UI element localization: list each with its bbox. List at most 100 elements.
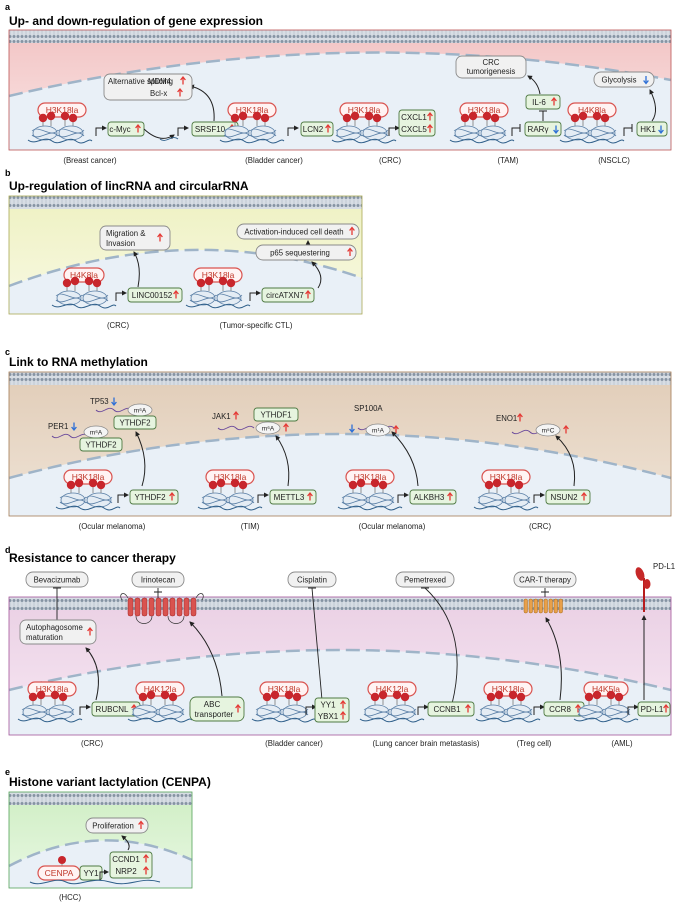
pathway-ythdf2: TP53 m⁶A YTHDF2 PER1 m⁶A YTHDF2 H3K18la … bbox=[48, 396, 179, 531]
pathway-tam: H3K18la RARγ IL-6 CRC tumorigenesis (TAM… bbox=[450, 55, 562, 165]
p65-label: p65 sequestering bbox=[270, 249, 330, 258]
context-label: (NSCLC) bbox=[598, 156, 630, 165]
gene-label-ccr8: CCR8 bbox=[549, 705, 571, 714]
activation-label: Activation-induced cell death bbox=[244, 228, 343, 237]
context-label: (TIM) bbox=[241, 522, 260, 531]
histone-mark-label: H3K18la bbox=[202, 270, 235, 280]
pathway-crc-a: H3K18la CXCL1 CXCL5 (CRC) bbox=[332, 102, 436, 165]
autophagosome-box bbox=[19, 619, 97, 645]
m1a-label: m¹A bbox=[372, 428, 385, 435]
gene-label-linc: LINC00152 bbox=[132, 291, 173, 300]
gene-label-yy1: YY1 bbox=[320, 701, 336, 710]
gene-label-circ: circATXN7 bbox=[266, 291, 304, 300]
pathway-bladder-cancer: H3K18la LCN2 (Bladder cancer) bbox=[220, 102, 334, 165]
gene-label-alkbh3: ALKBH3 bbox=[414, 493, 445, 502]
context-label: (TAM) bbox=[497, 156, 518, 165]
maturation-label: maturation bbox=[26, 633, 63, 642]
gene-label-cxcl1: CXCL1 bbox=[401, 113, 427, 122]
ccnd1-label: CCND1 bbox=[112, 855, 140, 864]
histone-mark-label: H4K12la bbox=[376, 684, 409, 694]
gene-label-transporter: transporter bbox=[195, 710, 234, 719]
migration-label: Migration & bbox=[106, 229, 146, 238]
drug-irinotecan: Irinotecan bbox=[131, 571, 185, 598]
gene-label-srsf10: SRSF10 bbox=[195, 125, 226, 134]
drug-bevacizumab: Bevacizumab bbox=[25, 571, 89, 620]
pathway-ccr8: H3K18la CCR8 (Treg cell) bbox=[476, 617, 585, 748]
histone-mark-label: H3K18la bbox=[490, 472, 523, 482]
drug-label: CAR-T therapy bbox=[519, 576, 571, 585]
context-label: (Bladder cancer) bbox=[245, 156, 303, 165]
section-a-title: Up- and down-regulation of gene expressi… bbox=[9, 14, 263, 28]
m6a-label: m⁶A bbox=[90, 430, 103, 437]
crc-tumorigenesis-box bbox=[455, 55, 527, 79]
histone-mark-label: H3K18la bbox=[214, 472, 247, 482]
context-label: (Bladder cancer) bbox=[265, 739, 323, 748]
membrane-c bbox=[9, 372, 671, 385]
pathway-nsclc: H4K8la HK1 Glycolysis (NSCLC) bbox=[560, 71, 668, 165]
invasion-label: Invasion bbox=[106, 239, 135, 248]
pathway-ccnb1: H4K12la CCNB1 (Lung cancer brain metasta… bbox=[360, 681, 480, 748]
histone-mark-label: H3K18la bbox=[72, 472, 105, 482]
ythdf2-protein-label: YTHDF2 bbox=[85, 441, 117, 450]
drug-label: Cisplatin bbox=[297, 576, 327, 585]
section-b-letter: b bbox=[5, 168, 11, 178]
context-label: (AML) bbox=[611, 739, 633, 748]
section-a-letter: a bbox=[5, 2, 11, 12]
histone-mark-label: H3K18la bbox=[46, 105, 79, 115]
yy1-label: YY1 bbox=[83, 869, 99, 878]
pathway-yy1-ybx1: H3K18la YY1 YBX1 (Bladder cancer) bbox=[252, 681, 350, 748]
tp53-label: TP53 bbox=[90, 397, 109, 406]
jak1-label: JAK1 bbox=[212, 412, 231, 421]
drug-label: Irinotecan bbox=[141, 576, 175, 585]
eno1-label: ENO1 bbox=[496, 414, 517, 423]
cenpa-label: CENPA bbox=[45, 868, 74, 878]
context-label: (HCC) bbox=[59, 893, 81, 902]
glycolysis-box bbox=[593, 71, 655, 88]
pathway-linc: Migration & Invasion H4K8la LINC00152 (C… bbox=[52, 225, 183, 330]
gene-label-ythdf2: YTHDF2 bbox=[134, 493, 166, 502]
section-c-letter: c bbox=[5, 347, 10, 357]
gene-label-hk1: HK1 bbox=[640, 125, 656, 134]
pathway-nsun2: ENO1 m⁵C H3K18la NSUN2 (CRC) bbox=[474, 413, 591, 531]
lactyl-dot-icon bbox=[58, 856, 66, 864]
context-label: (Breast cancer) bbox=[63, 156, 117, 165]
section-d-title: Resistance to cancer therapy bbox=[9, 551, 176, 565]
pathway-breast-cancer: H3K18la c-Myc SRSF10 Alternative splicin… bbox=[28, 73, 239, 165]
m6a-label: m⁶A bbox=[262, 426, 275, 433]
ythdf1-label: YTHDF1 bbox=[260, 411, 292, 420]
pathway-pdl1: H4K5la PD-L1 (AML) bbox=[574, 615, 671, 748]
histone-mark-label: H3K18la bbox=[236, 105, 269, 115]
gene-label-mettl3: METTL3 bbox=[274, 493, 305, 502]
gene-label-cmyc: c-Myc bbox=[109, 125, 130, 134]
autophago-label: Autophagosome bbox=[26, 623, 83, 632]
gene-label-pdl1: PD-L1 bbox=[641, 705, 664, 714]
sp100a-label: SP100A bbox=[354, 404, 383, 413]
drug-label: Bevacizumab bbox=[34, 576, 81, 585]
drug-label: Pemetrexed bbox=[404, 576, 446, 585]
drug-cart: CAR-T therapy bbox=[513, 571, 577, 597]
crc-label: CRC bbox=[483, 58, 500, 67]
pathway-cenpa: Proliferation CENPA YY1 CCND1 NRP2 (HCC) bbox=[29, 817, 161, 902]
section-d-letter: d bbox=[5, 545, 11, 555]
drug-cisplatin: Cisplatin bbox=[287, 571, 337, 701]
histone-mark-label: H3K18la bbox=[492, 684, 525, 694]
histone-mark-label: H3K18la bbox=[36, 684, 69, 694]
membrane-b bbox=[9, 196, 362, 209]
context-label: (CRC) bbox=[379, 156, 401, 165]
ccr8-receptor-icon bbox=[523, 598, 563, 614]
pathway-circ: Activation-induced cell death p65 seques… bbox=[186, 223, 360, 330]
section-b-title: Up-regulation of lincRNA and circularRNA bbox=[9, 179, 249, 193]
m5c-label: m⁵C bbox=[542, 428, 555, 435]
histone-mark-label: H4K5la bbox=[592, 684, 620, 694]
per1-label: PER1 bbox=[48, 422, 68, 431]
context-label: (CRC) bbox=[529, 522, 551, 531]
rar-label: RARγ bbox=[528, 125, 549, 134]
section-c-title: Link to RNA methylation bbox=[9, 355, 148, 369]
drug-pemetrexed: Pemetrexed bbox=[395, 571, 458, 705]
histone-mark-label: H4K8la bbox=[70, 270, 98, 280]
section-e-title: Histone variant lactylation (CENPA) bbox=[9, 775, 211, 789]
histone-mark-label: H4K8la bbox=[578, 105, 606, 115]
tumorigenesis-label: tumorigenesis bbox=[467, 67, 516, 76]
membrane-e bbox=[9, 792, 192, 805]
proliferation-label: Proliferation bbox=[92, 822, 134, 831]
